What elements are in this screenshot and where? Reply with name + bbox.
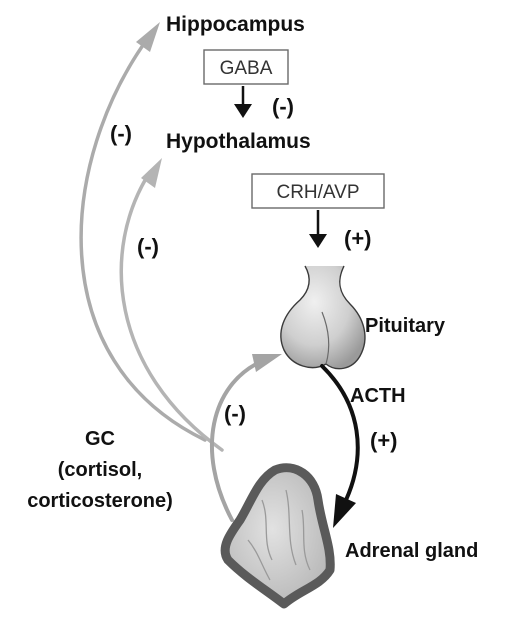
gc-to-hippocampus-arrow [81, 22, 205, 440]
gc-label-line3: corticosterone) [27, 490, 173, 512]
acth-label: ACTH [350, 385, 406, 407]
gc-label-line2: (cortisol, [58, 459, 142, 481]
gaba-box: GABA [204, 50, 288, 84]
pituitary-label: Pituitary [365, 315, 446, 337]
gc-to-hippocampus-effect-label: (-) [110, 121, 132, 146]
gaba-effect-label: (-) [272, 94, 294, 119]
adrenal-gland [225, 468, 330, 604]
gc-label-line1: GC [85, 428, 115, 450]
gc-label: GC (cortisol, corticosterone) [27, 428, 173, 512]
hypothalamus-label: Hypothalamus [166, 130, 311, 153]
acth-effect-label: (+) [370, 428, 398, 453]
crh-avp-arrow [309, 210, 327, 248]
gc-to-pituitary-effect-label: (-) [224, 401, 246, 426]
gaba-arrow [234, 86, 252, 118]
gc-to-hypothalamus-arrow [121, 158, 222, 450]
gc-to-hypothalamus-effect-label: (-) [137, 234, 159, 259]
adrenal-gland-label: Adrenal gland [345, 540, 478, 562]
hippocampus-label: Hippocampus [166, 13, 305, 36]
crh-avp-label: CRH/AVP [276, 182, 359, 203]
gaba-label: GABA [220, 58, 273, 79]
crh-effect-label: (+) [344, 226, 372, 251]
crh-avp-box: CRH/AVP [252, 174, 384, 208]
pituitary-gland [281, 266, 365, 369]
